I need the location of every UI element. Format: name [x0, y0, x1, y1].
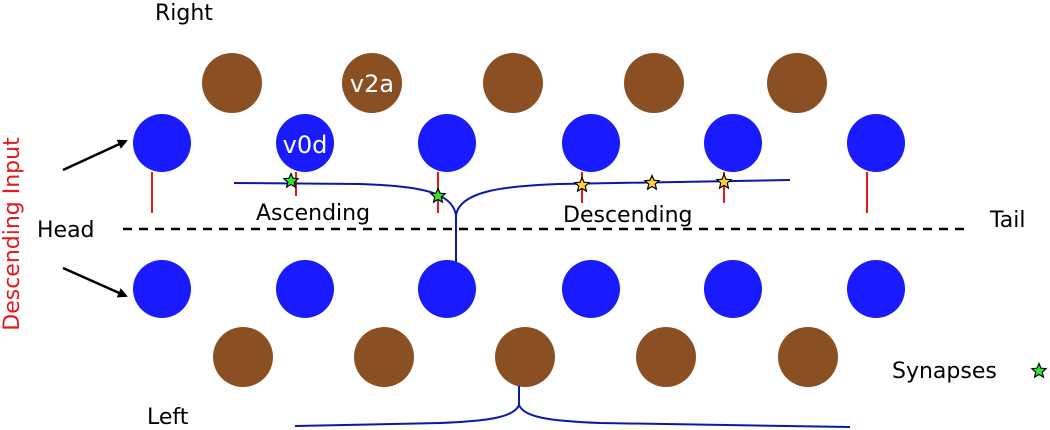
synapses [282, 171, 733, 204]
synapse-legend-star-icon [1030, 361, 1048, 379]
star-icon [429, 186, 447, 204]
right-v2a-row [202, 53, 827, 113]
v0d-label: v0d [283, 131, 328, 159]
v0d-neuron [276, 260, 334, 318]
left-v2a-row [213, 327, 838, 387]
left-v0d-row [133, 260, 905, 318]
descending-label: Descending [563, 203, 693, 228]
v0d-neuron [418, 114, 476, 172]
v2a-neuron [213, 327, 273, 387]
head-label: Head [37, 218, 95, 243]
v0d-axon [233, 179, 791, 264]
v0d-neuron [276, 114, 334, 172]
star-icon [573, 175, 591, 193]
v0d-neuron [562, 260, 620, 318]
synapses-legend-label: Synapses [892, 359, 997, 384]
v2a-neuron [342, 53, 402, 113]
v2a-neuron [624, 53, 684, 113]
right-v0d-row [133, 114, 905, 172]
v2a-neuron [202, 53, 262, 113]
v2a-neuron [778, 327, 838, 387]
v0d-neuron [133, 260, 191, 318]
v0d-neuron [847, 114, 905, 172]
v0d-neuron [704, 114, 762, 172]
input-arrow-left-icon [62, 266, 128, 298]
star-icon [282, 171, 300, 189]
v2a-axon [294, 386, 851, 428]
v2a-neuron [495, 327, 555, 387]
tail-label: Tail [989, 208, 1026, 233]
v2a-neuron [354, 327, 414, 387]
descending-input-label: Descending Input [0, 137, 25, 331]
v0d-neuron [133, 114, 191, 172]
v2a-neuron [767, 53, 827, 113]
star-icon [715, 172, 733, 190]
v2a-neuron [636, 327, 696, 387]
v0d-neuron [418, 260, 476, 318]
right-label: Right [155, 1, 213, 26]
input-arrow-right-icon [62, 139, 128, 172]
v0d-neuron [847, 260, 905, 318]
v2a-label: v2a [350, 70, 394, 98]
v2a-neuron [483, 53, 543, 113]
star-icon [643, 173, 661, 191]
v0d-neuron [704, 260, 762, 318]
left-label: Left [147, 405, 189, 430]
ascending-label: Ascending [256, 201, 370, 226]
v0d-neuron [562, 114, 620, 172]
